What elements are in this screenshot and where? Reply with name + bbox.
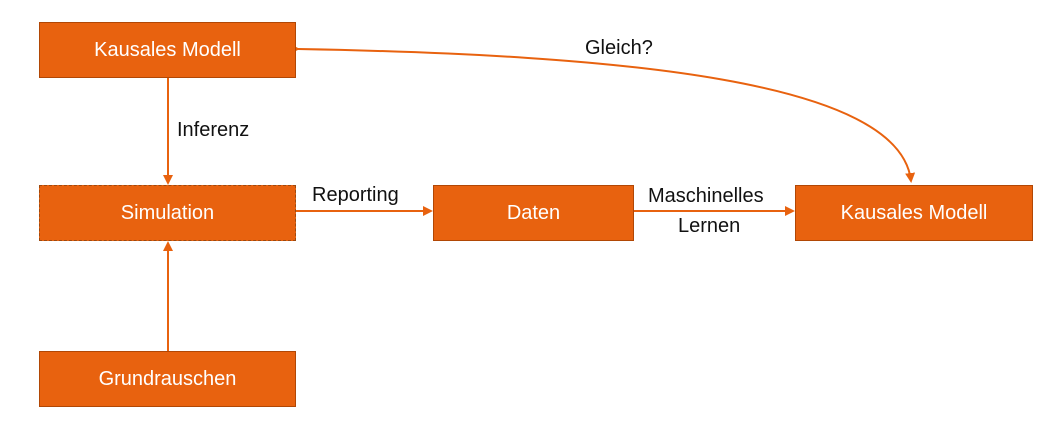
- edge-label-maschinelles: Maschinelles: [648, 185, 764, 207]
- node-kausales-modell-top-label: Kausales Modell: [94, 38, 241, 61]
- edge-label-inferenz: Inferenz: [177, 119, 250, 141]
- node-kausales-modell-top: Kausales Modell: [39, 22, 296, 78]
- node-grundrauschen: Grundrauschen: [39, 351, 296, 407]
- edge-label-gleich: Gleich?: [585, 37, 653, 59]
- node-kausales-modell-right: Kausales Modell: [795, 185, 1033, 241]
- edge-label-reporting: Reporting: [312, 184, 399, 206]
- edge-label-lernen: Lernen: [678, 215, 741, 237]
- node-simulation: Simulation: [39, 185, 296, 241]
- node-daten-label: Daten: [506, 201, 561, 224]
- node-kausales-modell-right-label: Kausales Modell: [840, 201, 988, 224]
- arrow-gleich: [289, 43, 916, 183]
- node-simulation-label: Simulation: [120, 201, 215, 224]
- node-daten: Daten: [433, 185, 634, 241]
- node-grundrauschen-label: Grundrauschen: [98, 367, 237, 390]
